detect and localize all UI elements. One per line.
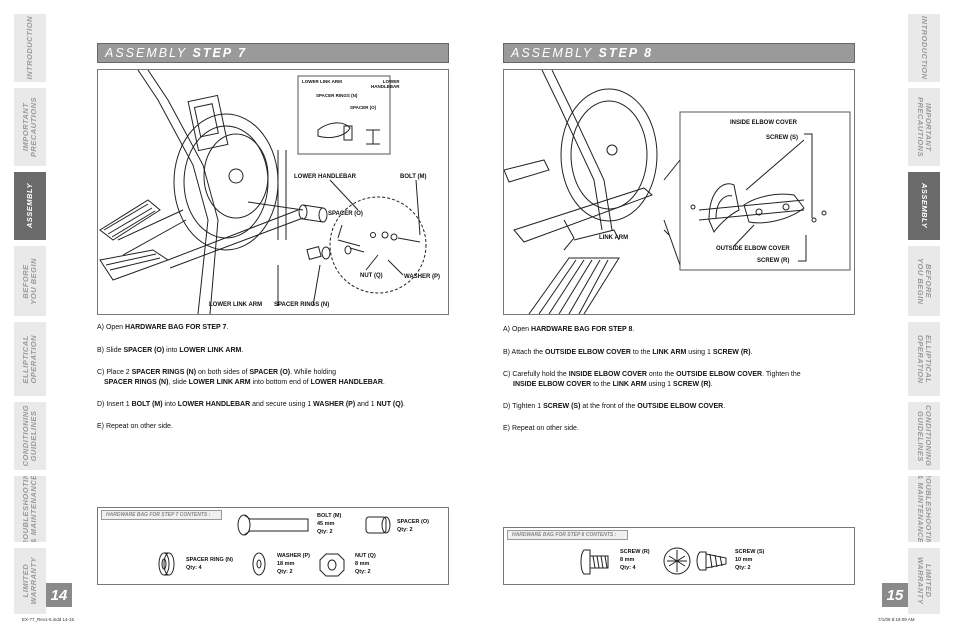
tab-limited-warranty[interactable]: LIMITED WARRANTY (14, 548, 46, 614)
tab-assembly-right[interactable]: ASSEMBLY (908, 172, 940, 240)
tab-introduction[interactable]: INTRODUCTION (14, 14, 46, 82)
label-lower-handlebar: LOWER HANDLEBAR (294, 174, 356, 180)
step7-header: ASSEMBLY STEP 7 (97, 43, 449, 63)
label-lower-link-arm-inset: LOWER LINK ARM (302, 79, 342, 84)
bag-item-spacer: SPACER (O) Qty: 2 (397, 519, 429, 533)
bag-item-screw-s: SCREW (S) 10 mm Qty: 2 (735, 549, 765, 571)
bag-item-screw-r: SCREW (R) 8 mm Qty: 4 (620, 549, 650, 571)
bag-item-nut: NUT (Q) 8 mm Qty: 2 (355, 553, 376, 575)
label-link-arm: LINK ARM (599, 235, 629, 241)
bag-item-spacer-ring: SPACER RING (N) Qty: 4 (186, 557, 233, 571)
label-bolt: BOLT (M) (400, 174, 427, 180)
tab-troubleshooting-right[interactable]: TROUBLESHOOTING & MAINTENANCE (908, 476, 940, 542)
label-lower-handlebar-inset: LOWER HANDLEBAR (371, 79, 400, 89)
page-number-right: 15 (882, 583, 908, 607)
step8-illustration: INSIDE ELBOW COVER SCREW (S) LINK ARM OU… (503, 69, 855, 315)
label-spacer-rings-inset: SPACER RINGS (N) (316, 93, 358, 98)
tab-important-precautions-right[interactable]: IMPORTANT PRECAUTIONS (908, 88, 940, 166)
tab-troubleshooting[interactable]: TROUBLESHOOTING & MAINTENANCE (14, 476, 46, 542)
step7-drawing (99, 70, 427, 314)
tab-introduction-right[interactable]: INTRODUCTION (908, 14, 940, 82)
label-outside-elbow-cover: OUTSIDE ELBOW COVER (716, 246, 790, 252)
step8-instruction-a: A) Open HARDWARE BAG FOR STEP 8. (503, 326, 635, 333)
step7-hardware-bag: HARDWARE BAG FOR STEP 7 CONTENTS : BOLT … (97, 507, 449, 585)
step8-instruction-d: D) Tighten 1 SCREW (S) at the front of t… (503, 403, 726, 410)
tab-conditioning-guidelines[interactable]: CONDITIONING GUIDELINES (14, 402, 46, 470)
label-spacer-inset: SPACER (O) (350, 105, 377, 110)
step8-instruction-b: B) Attach the OUTSIDE ELBOW COVER to the… (503, 349, 753, 356)
step8-hardware-bag: HARDWARE BAG FOR STEP 8 CONTENTS : SCREW… (503, 527, 855, 585)
tab-conditioning-guidelines-right[interactable]: CONDITIONING GUIDELINES (908, 402, 940, 470)
step8-header: ASSEMBLY STEP 8 (503, 43, 855, 63)
step8-bag-drawing (580, 547, 727, 575)
tab-assembly[interactable]: ASSEMBLY (14, 172, 46, 240)
step7-bag-title: HARDWARE BAG FOR STEP 7 CONTENTS : (101, 510, 222, 520)
page-number-left: 14 (46, 583, 72, 607)
bag-item-bolt: BOLT (M) 45 mm Qty: 2 (317, 513, 342, 535)
tab-before-you-begin-right[interactable]: BEFORE YOU BEGIN (908, 246, 940, 316)
step7-instruction-d: D) Insert 1 BOLT (M) into LOWER HANDLEBA… (97, 401, 405, 408)
step8-instruction-e: E) Repeat on other side. (503, 425, 579, 432)
step8-instruction-c: C) Carefully hold the INSIDE ELBOW COVER… (503, 371, 801, 378)
footer-date-info: 7/1/08 8:18:09 AM (878, 617, 915, 622)
label-lower-link-arm: LOWER LINK ARM (209, 302, 263, 308)
label-spacer-rings: SPACER RINGS (N) (274, 302, 330, 308)
tab-limited-warranty-right[interactable]: LIMITED WARRANTY (908, 548, 940, 614)
label-nut: NUT (Q) (360, 273, 383, 279)
step7-instruction-e: E) Repeat on other side. (97, 423, 173, 430)
footer-file-info: EX-77_Rev1-5.indd 14-15 (22, 617, 75, 622)
bag-item-washer: WASHER (P) 18 mm Qty: 2 (277, 553, 310, 575)
label-washer: WASHER (P) (404, 274, 440, 280)
tab-elliptical-operation[interactable]: ELLIPTICAL OPERATION (14, 322, 46, 396)
step8-drawing (504, 70, 851, 314)
step8-bag-title: HARDWARE BAG FOR STEP 8 CONTENTS : (507, 530, 628, 540)
step7-instruction-c-cont: SPACER RINGS (N), slide LOWER LINK ARM i… (104, 379, 385, 386)
tab-elliptical-operation-right[interactable]: ELLIPTICAL OPERATION (908, 322, 940, 396)
step7-illustration: LOWER LINK ARM LOWER HANDLEBAR SPACER RI… (97, 69, 449, 315)
tab-before-you-begin[interactable]: BEFORE YOU BEGIN (14, 246, 46, 316)
label-screw-s: SCREW (S) (766, 135, 798, 141)
step7-instruction-a: A) Open HARDWARE BAG FOR STEP 7. (97, 324, 229, 331)
step7-instruction-b: B) Slide SPACER (O) into LOWER LINK ARM. (97, 347, 244, 354)
label-spacer: SPACER (O) (328, 211, 363, 217)
step7-bag-drawing (158, 514, 391, 577)
label-screw-r: SCREW (R) (757, 258, 790, 264)
step7-instruction-c: C) Place 2 SPACER RINGS (N) on both side… (97, 369, 337, 376)
label-inside-elbow-cover: INSIDE ELBOW COVER (730, 120, 798, 126)
tab-important-precautions[interactable]: IMPORTANT PRECAUTIONS (14, 88, 46, 166)
step8-instruction-c-cont: INSIDE ELBOW COVER to the LINK ARM using… (513, 381, 713, 388)
